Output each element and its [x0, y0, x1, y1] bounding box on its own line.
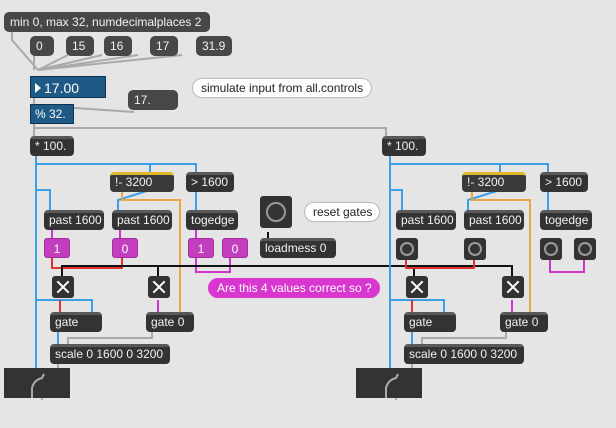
scope-display-left[interactable]	[4, 368, 70, 398]
gate0-object-right[interactable]: gate 0	[500, 312, 548, 332]
cord	[37, 54, 69, 71]
cord	[467, 189, 501, 210]
scale-object-right[interactable]: scale 0 1600 0 3200	[404, 344, 524, 364]
toggle-right-b[interactable]	[502, 276, 524, 298]
rminus-object-right[interactable]: !- 3200	[462, 172, 526, 192]
value-message-17[interactable]: 17.	[128, 90, 178, 110]
preset-message-15[interactable]: 15	[66, 36, 94, 56]
value-box-left-c[interactable]: 1	[188, 238, 214, 258]
cord	[117, 189, 151, 210]
toggle-right-a[interactable]	[406, 276, 428, 298]
cord	[390, 189, 403, 210]
number-triangle-icon	[35, 83, 41, 93]
value-box-left-d[interactable]: 0	[222, 238, 248, 258]
cord	[37, 54, 183, 71]
bang-right-c[interactable]	[540, 238, 562, 260]
value-box-left-b[interactable]: 0	[112, 238, 138, 258]
cord	[36, 189, 51, 210]
toggle-left-b[interactable]	[148, 276, 170, 298]
past-object-left-b[interactable]: past 1600	[112, 210, 172, 230]
toggle-left-a[interactable]	[52, 276, 74, 298]
togedge-object-left[interactable]: togedge	[186, 210, 238, 230]
togedge-object-right[interactable]: togedge	[540, 210, 592, 230]
reset-bang-button[interactable]	[260, 196, 292, 228]
preset-message-16[interactable]: 16	[104, 36, 132, 56]
simulate-comment: simulate input from all.controls	[192, 78, 372, 98]
gate-object-right[interactable]: gate	[404, 312, 456, 332]
loadmess-object[interactable]: loadmess 0	[260, 238, 336, 258]
bang-right-d[interactable]	[574, 238, 596, 260]
greater-than-object-left[interactable]: > 1600	[186, 172, 234, 192]
multiply-object-left[interactable]: * 100.	[30, 136, 74, 156]
value-box-left-a[interactable]: 1	[44, 238, 70, 258]
cord	[34, 127, 387, 136]
cord	[67, 330, 153, 344]
scope-display-right[interactable]	[356, 368, 422, 398]
bang-right-b[interactable]	[464, 238, 486, 260]
cord	[61, 265, 513, 278]
gate-object-left[interactable]: gate	[50, 312, 102, 332]
cord	[37, 54, 103, 71]
cord	[35, 155, 151, 172]
past-object-right-b[interactable]: past 1600	[464, 210, 524, 230]
cord	[549, 258, 585, 273]
float-number-box[interactable]: 17.00	[30, 76, 106, 98]
past-object-right-a[interactable]: past 1600	[396, 210, 456, 230]
cord	[195, 258, 231, 273]
preset-message-17[interactable]: 17	[150, 36, 178, 56]
cord	[390, 299, 445, 312]
cord	[51, 258, 123, 269]
cord	[36, 163, 197, 172]
float-number-value: 17.00	[44, 80, 80, 96]
range-message[interactable]: min 0, max 32, numdecimalplaces 2	[4, 12, 210, 32]
modulo-object[interactable]: % 32.	[30, 104, 74, 124]
scope-curve-icon	[385, 373, 399, 398]
multiply-object-right[interactable]: * 100.	[382, 136, 426, 156]
rminus-object-left[interactable]: !- 3200	[110, 172, 174, 192]
past-object-left-a[interactable]: past 1600	[44, 210, 104, 230]
scale-object-left[interactable]: scale 0 1600 0 3200	[50, 344, 170, 364]
cord	[36, 299, 93, 312]
preset-message-31-9[interactable]: 31.9	[196, 36, 232, 56]
gate0-object-left[interactable]: gate 0	[146, 312, 194, 332]
cord	[421, 330, 507, 344]
cord	[37, 54, 139, 71]
preset-message-0[interactable]: 0	[30, 36, 54, 56]
question-comment: Are this 4 values correct so ?	[208, 278, 380, 298]
greater-than-object-right[interactable]: > 1600	[540, 172, 588, 192]
scope-curve-icon	[31, 373, 45, 398]
bang-right-a[interactable]	[396, 238, 418, 260]
reset-gates-comment: reset gates	[304, 202, 380, 222]
cord	[389, 155, 501, 172]
cord	[390, 163, 549, 172]
